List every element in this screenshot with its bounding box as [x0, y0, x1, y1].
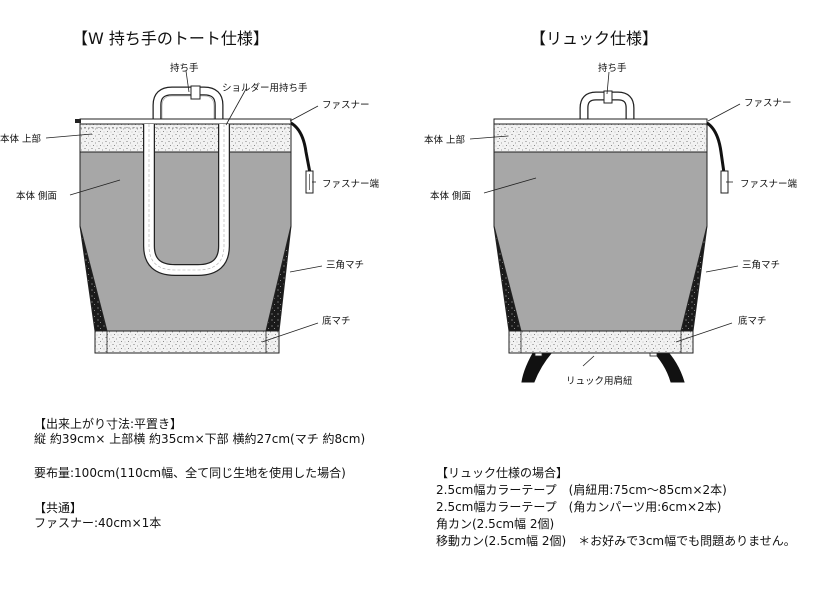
ruck-label-shoulder-strap: リュック用肩紐 — [566, 376, 633, 387]
tote-label-shoulder-handle: ショルダー用持ち手 — [222, 83, 308, 94]
tote-label-body-side: 本体 側面 — [16, 191, 58, 202]
tote-label-handle: 持ち手 — [170, 63, 199, 74]
tote-body-top — [79, 123, 292, 153]
tote-label-triangle-gusset: 三角マチ — [326, 260, 365, 271]
tote-zipper — [79, 118, 292, 125]
ruck-label-bottom-gusset: 底マチ — [738, 316, 767, 327]
tote-bottom-gusset — [94, 330, 280, 354]
ruck-label-triangle-gusset: 三角マチ — [742, 260, 781, 271]
finished-size-heading: 【出来上がり寸法:平置き】 — [34, 417, 183, 431]
ruck-label-zipper: ファスナー — [744, 98, 792, 109]
fabric-requirement: 要布量:100cm(110cm幅、全て同じ生地を使用した場合) — [34, 466, 346, 480]
ruck-label-zipper-end: ファスナー端 — [740, 179, 798, 190]
rucksack-spec-line: 移動カン(2.5cm幅 2個) ＊お好みで3cm幅でも問題ありません。 — [436, 534, 796, 548]
tote-bag-drawing — [45, 70, 323, 354]
tote-title: 【W 持ち手のトート仕様】 — [72, 29, 269, 48]
tote-label-bottom-gusset: 底マチ — [322, 316, 351, 327]
tote-label-body-top: 本体 上部 — [0, 134, 42, 145]
ruck-body-top — [493, 123, 708, 153]
tote-zipper-tail — [290, 121, 312, 174]
tote-label-zipper: ファスナー — [322, 100, 370, 111]
ruck-label-body-top: 本体 上部 — [424, 135, 466, 146]
rucksack-drawing — [469, 71, 741, 383]
ruck-shoulder-strap-right — [649, 347, 685, 383]
common-heading: 【共通】 — [34, 501, 83, 515]
tote-body-side — [79, 151, 292, 332]
finished-size: 縦 約39cm× 上部横 約35cm×下部 横約27cm(マチ 約8cm) — [34, 432, 366, 446]
ruck-zipper — [493, 118, 708, 125]
ruck-body-side — [493, 151, 708, 332]
ruck-zipper-tail — [706, 121, 726, 174]
rucksack-spec-line: 2.5cm幅カラーテープ (角カンパーツ用:6cm×2本) — [436, 500, 722, 514]
ruck-label-body-side: 本体 側面 — [430, 191, 472, 202]
tote-label-zipper-end: ファスナー端 — [322, 179, 380, 190]
ruck-leader-lines — [469, 71, 741, 367]
rucksack-spec-heading: 【リュック仕様の場合】 — [436, 466, 569, 480]
ruck-shoulder-strap-left — [521, 347, 553, 383]
tote-leader-lines — [45, 70, 323, 343]
rucksack-spec-line: 2.5cm幅カラーテープ (肩紐用:75cm～85cm×2本) — [436, 483, 727, 497]
zipper-spec: ファスナー:40cm×1本 — [34, 516, 162, 530]
ruck-label-handle: 持ち手 — [598, 63, 627, 74]
rucksack-title: 【リュック仕様】 — [530, 29, 659, 48]
ruck-bottom-gusset — [508, 330, 694, 354]
rucksack-spec-line: 角カン(2.5cm幅 2個) — [436, 517, 555, 531]
